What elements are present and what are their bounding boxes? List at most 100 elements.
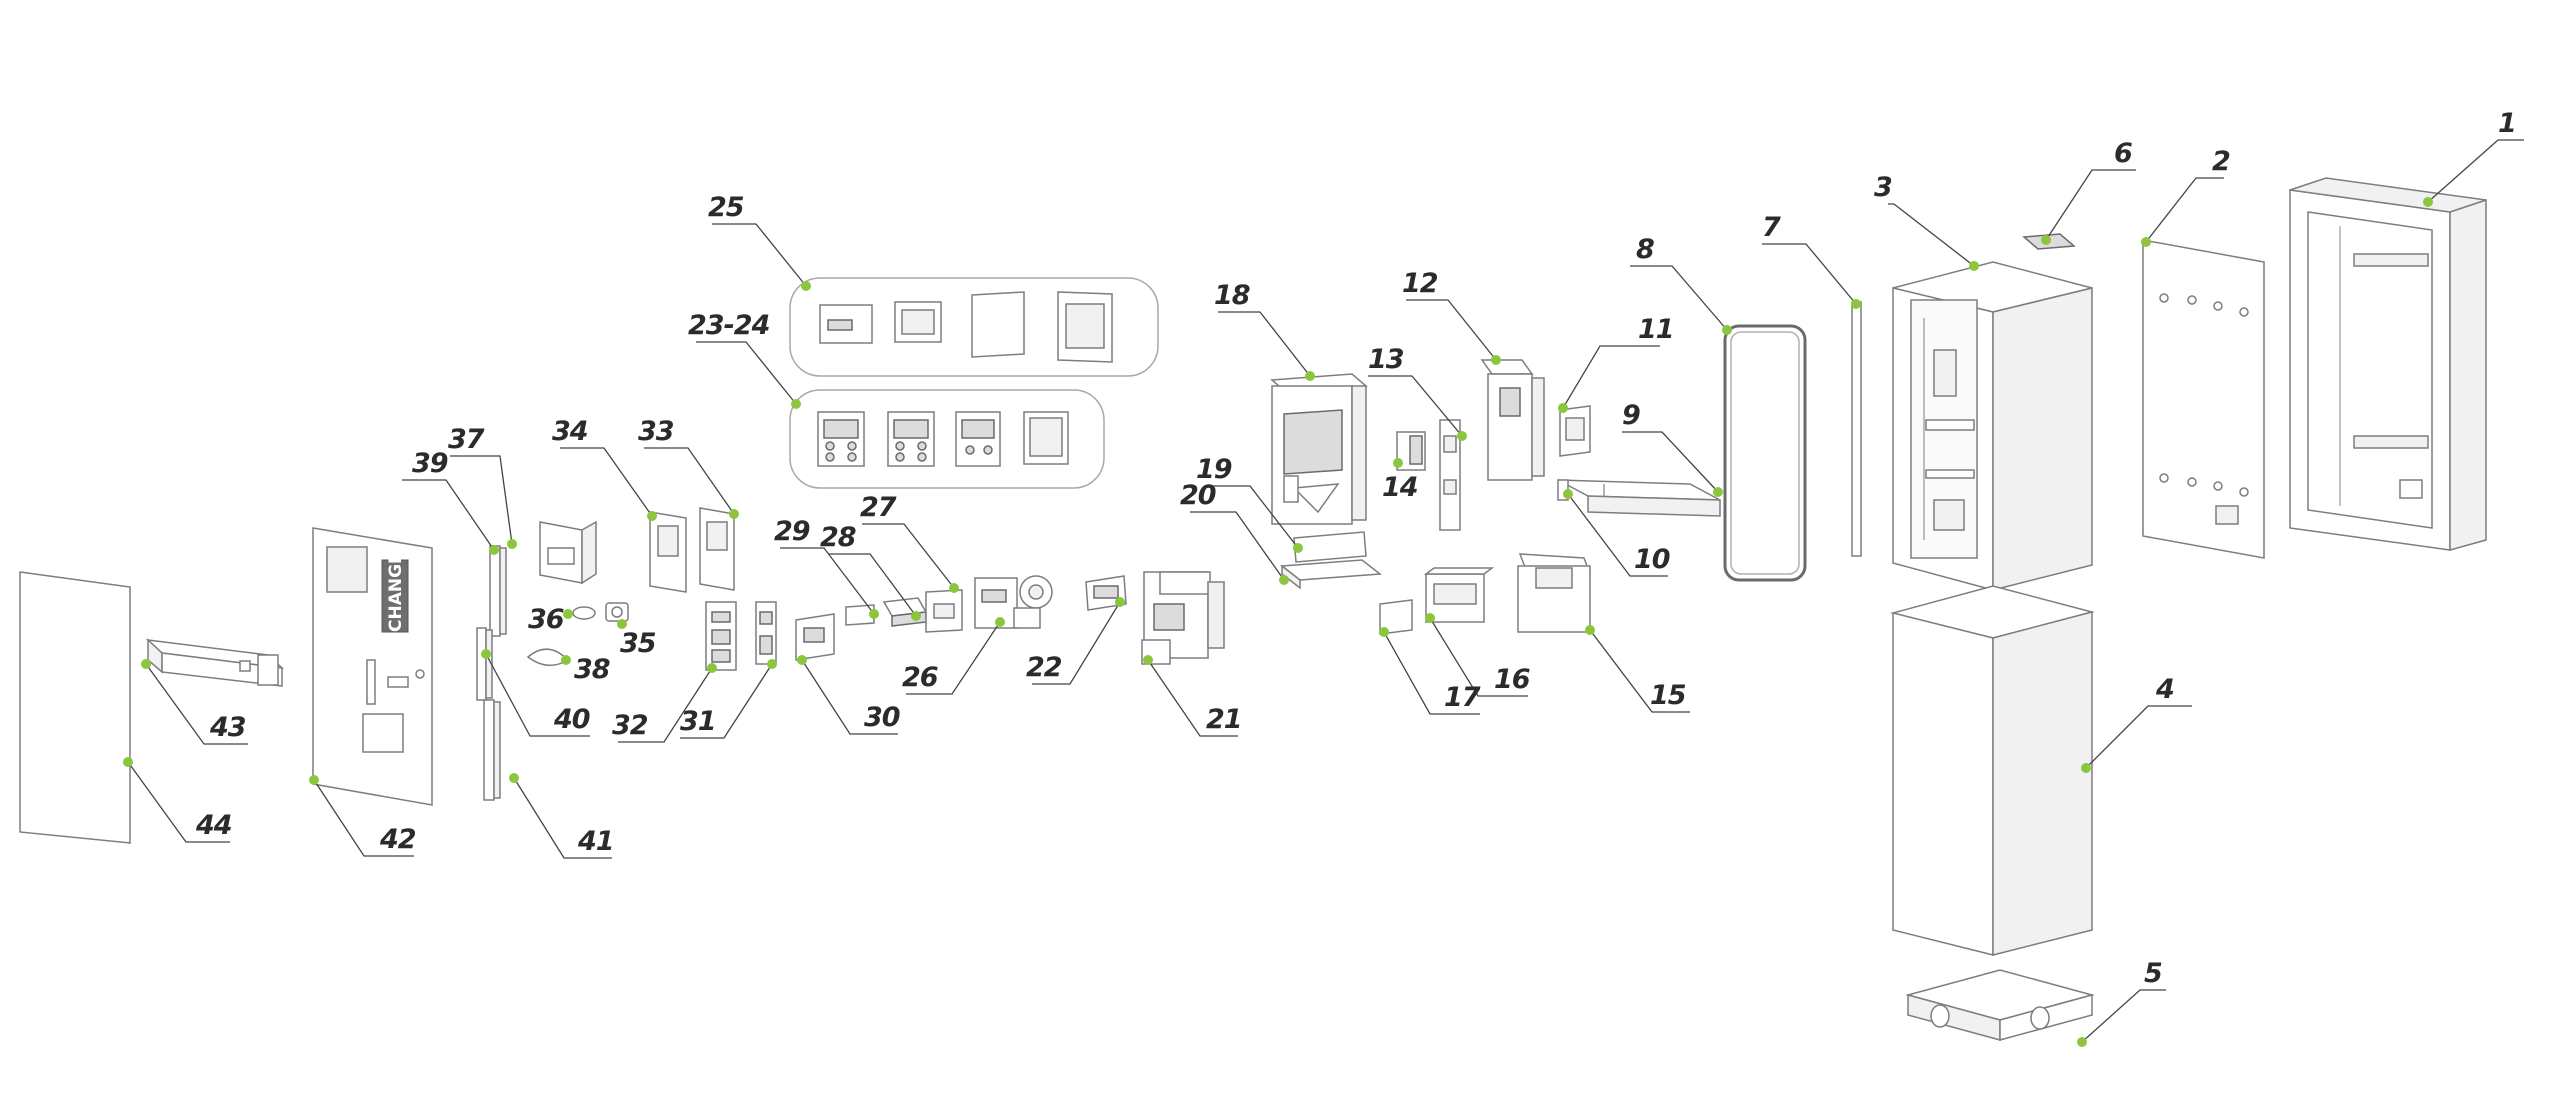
- part-34-plate: [649, 511, 687, 593]
- part-15-bin: [1517, 553, 1592, 633]
- part-13-plate: [1439, 419, 1461, 531]
- callout-34-label: 34: [552, 416, 588, 447]
- part-18-bill-recycler: [1270, 373, 1368, 525]
- part-3-cabinet: [1892, 261, 2093, 591]
- callout-26-dot: [995, 617, 1005, 627]
- callout-34: 34: [552, 416, 657, 521]
- callout-39-label: 39: [412, 448, 448, 479]
- part-40-latch: [476, 627, 493, 701]
- callout-35-label: 35: [620, 628, 656, 659]
- part-29-card: [845, 604, 875, 626]
- callout-8: 8: [1630, 234, 1732, 335]
- callout-33: 33: [638, 416, 739, 519]
- part-36-key: [572, 606, 596, 620]
- callout-43-label: 43: [209, 712, 246, 743]
- part-12-dispenser: [1480, 359, 1545, 481]
- callout-29: 29: [774, 516, 879, 619]
- callout-44-dot: [123, 757, 133, 767]
- callout-6-dot: [2041, 235, 2051, 245]
- part-17-plate: [1379, 599, 1413, 635]
- part-23-24-group: [789, 389, 1105, 489]
- part-4-lower-cabinet: [1890, 585, 2095, 956]
- callout-43: 43: [141, 659, 248, 745]
- part-11-board: [1559, 405, 1591, 457]
- callout-41-label: 41: [577, 826, 614, 857]
- callout-2: 2: [2141, 146, 2231, 247]
- callout-29-dot: [869, 609, 879, 619]
- callout-14-label: 14: [1382, 472, 1418, 503]
- callout-10-label: 10: [1634, 544, 1670, 575]
- callout-22-dot: [1115, 597, 1125, 607]
- callout-22: 22: [1026, 597, 1125, 685]
- callout-31-dot: [767, 659, 777, 669]
- part-16-box: [1423, 567, 1495, 623]
- callout-16-dot: [1425, 613, 1435, 623]
- callout-40-label: 40: [553, 704, 590, 735]
- callout-36: 36: [528, 604, 573, 635]
- callout-18: 18: [1214, 280, 1315, 381]
- callout-14-dot: [1393, 458, 1403, 468]
- callout-28: 28: [820, 522, 921, 621]
- callout-3: 3: [1874, 172, 1979, 271]
- callout-17-dot: [1379, 627, 1389, 637]
- callout-10-dot: [1563, 489, 1573, 499]
- callout-28-dot: [911, 611, 921, 621]
- callout-12: 12: [1402, 268, 1501, 365]
- callout-21: 21: [1143, 655, 1243, 737]
- callout-37: 37: [448, 424, 517, 549]
- callout-27-label: 27: [860, 492, 897, 523]
- callout-4-label: 4: [2155, 674, 2174, 705]
- callout-41-dot: [509, 773, 519, 783]
- callout-38-dot: [561, 655, 571, 665]
- callout-40-dot: [481, 649, 491, 659]
- part-43-bracket: [145, 638, 285, 687]
- part-42-front-door: CHANGE: [312, 527, 433, 806]
- callout-4-dot: [2081, 763, 2091, 773]
- callout-layer: 1 2 3 4 5 6 7 8 9 10 11 12 13 14 15 16 1…: [123, 108, 2524, 1047]
- callout-7: 7: [1762, 212, 1861, 309]
- part-14-module: [1396, 431, 1426, 471]
- part-41-rail: [483, 699, 501, 801]
- part-26-printer: [974, 575, 1053, 629]
- callout-7-dot: [1851, 299, 1861, 309]
- callout-21-dot: [1143, 655, 1153, 665]
- callout-41: 41: [509, 773, 615, 859]
- callout-5: 5: [2077, 958, 2166, 1047]
- callout-6-label: 6: [2114, 138, 2132, 169]
- part-1-back-frame: [2289, 177, 2487, 551]
- callout-34-dot: [647, 511, 657, 521]
- callout-28-label: 28: [820, 522, 856, 553]
- callout-31: 31: [680, 659, 777, 739]
- callout-42-label: 42: [379, 824, 416, 855]
- part-31-unit: [755, 601, 777, 665]
- callout-1-label: 1: [2498, 108, 2516, 139]
- callout-8-label: 8: [1636, 234, 1654, 265]
- callout-13-label: 13: [1368, 344, 1404, 375]
- part-35-lock: [605, 602, 629, 622]
- callout-20-label: 20: [1180, 480, 1216, 511]
- callout-32: 32: [612, 663, 717, 743]
- part-19-tray: [1293, 531, 1367, 563]
- callout-37-dot: [507, 539, 517, 549]
- callout-25: 25: [708, 192, 811, 291]
- callout-23-24-label: 23-24: [688, 310, 770, 341]
- callout-14: 14: [1382, 458, 1419, 503]
- callout-3-label: 3: [1874, 172, 1892, 203]
- callout-35-dot: [617, 619, 627, 629]
- callout-44-label: 44: [195, 810, 232, 841]
- callout-15-label: 15: [1650, 680, 1686, 711]
- callout-19-label: 19: [1196, 454, 1232, 485]
- callout-10: 10: [1563, 489, 1671, 577]
- callout-31-label: 31: [680, 706, 716, 737]
- part-27-plate: [925, 589, 963, 633]
- part-9-10-shelf: [1557, 479, 1721, 517]
- callout-15: 15: [1585, 625, 1690, 713]
- callout-44: 44: [123, 757, 233, 843]
- callout-32-label: 32: [612, 710, 648, 741]
- callout-4: 4: [2081, 674, 2192, 773]
- callout-27: 27: [860, 492, 959, 593]
- change-sign-text: CHANGE: [386, 552, 406, 632]
- callout-21-label: 21: [1206, 704, 1242, 735]
- callout-11-label: 11: [1638, 314, 1674, 345]
